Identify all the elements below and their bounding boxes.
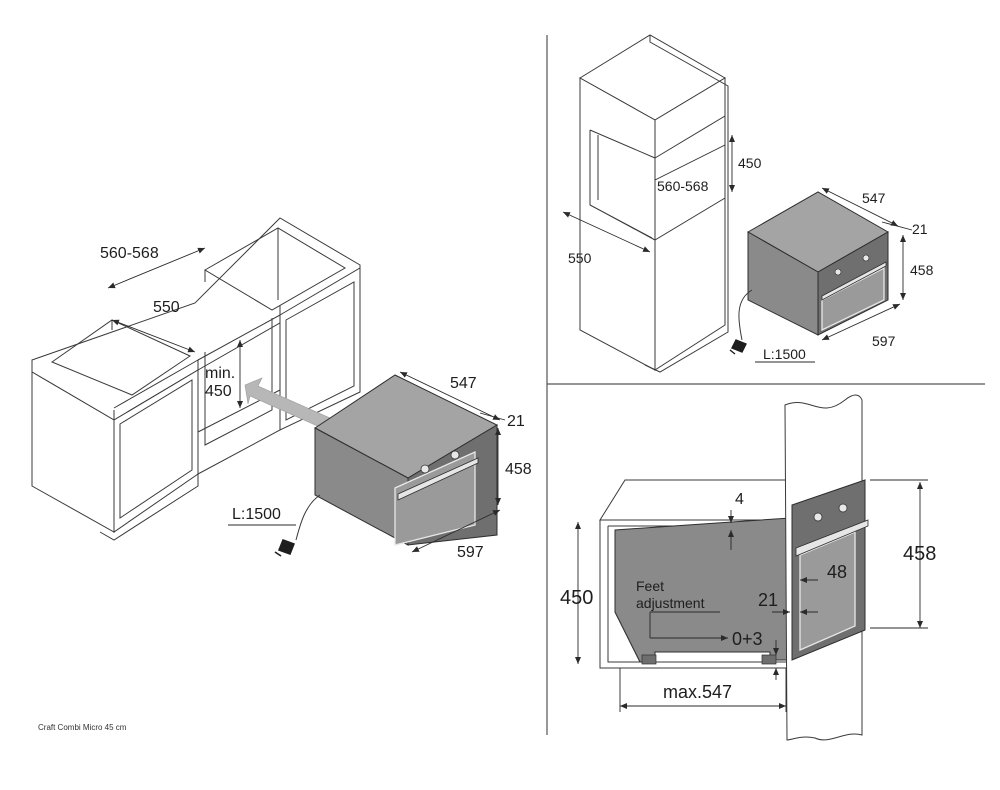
tall-oven-width-label: 597 (872, 333, 896, 349)
cable-length-label: L:1500 (232, 506, 281, 523)
section-oven-height-label: 458 (903, 543, 936, 565)
oven-tall-view (746, 191, 890, 336)
tall-depth-label: 550 (568, 250, 592, 266)
section-view: 4 Feet adjustment 48 21 0+3 450 458 max.… (560, 394, 936, 741)
section-niche-height-label: 450 (560, 587, 593, 609)
niche-height-label: 450 (738, 155, 762, 171)
top-gap-label: 4 (735, 491, 744, 508)
section-front-label: 21 (758, 590, 778, 610)
feet-label-line2: adjustment (636, 595, 705, 611)
oven-height-label: 458 (505, 461, 532, 478)
cabinet-min-height-label: 450 (205, 383, 232, 400)
feet-label-line1: Feet (636, 578, 664, 594)
tall-unit-front (654, 77, 726, 371)
cabinet-view: 560-568 550 min. 450 547 21 458 597 L:15… (31, 217, 532, 561)
tall-width-label: 560-568 (657, 178, 709, 194)
handle-label: 48 (827, 562, 847, 582)
tall-oven-height-label: 458 (910, 262, 934, 278)
power-cable (295, 494, 321, 541)
tall-unit-view: 450 560-568 550 547 21 458 597 L:1500 (562, 34, 934, 373)
cabinet-min-label: min. (205, 365, 235, 382)
tall-unit-side (579, 77, 656, 371)
oven-depth-label: 547 (450, 375, 477, 392)
product-caption: Craft Combi Micro 45 cm (38, 723, 127, 732)
adjust-label: 0+3 (732, 629, 763, 649)
oven-width-label: 597 (457, 544, 484, 561)
tall-cable-label: L:1500 (763, 346, 806, 362)
front-thickness-label: 21 (507, 413, 525, 430)
tall-front-label: 21 (912, 221, 928, 237)
plug-icon-tall (729, 339, 747, 355)
cabinet-depth-label: 550 (153, 299, 180, 316)
tall-unit-niche (654, 115, 726, 241)
cabinet-width-label: 560-568 (100, 245, 159, 262)
max-depth-label: max.547 (663, 682, 732, 702)
tall-oven-depth-label: 547 (862, 190, 886, 206)
plug-icon (274, 539, 295, 557)
